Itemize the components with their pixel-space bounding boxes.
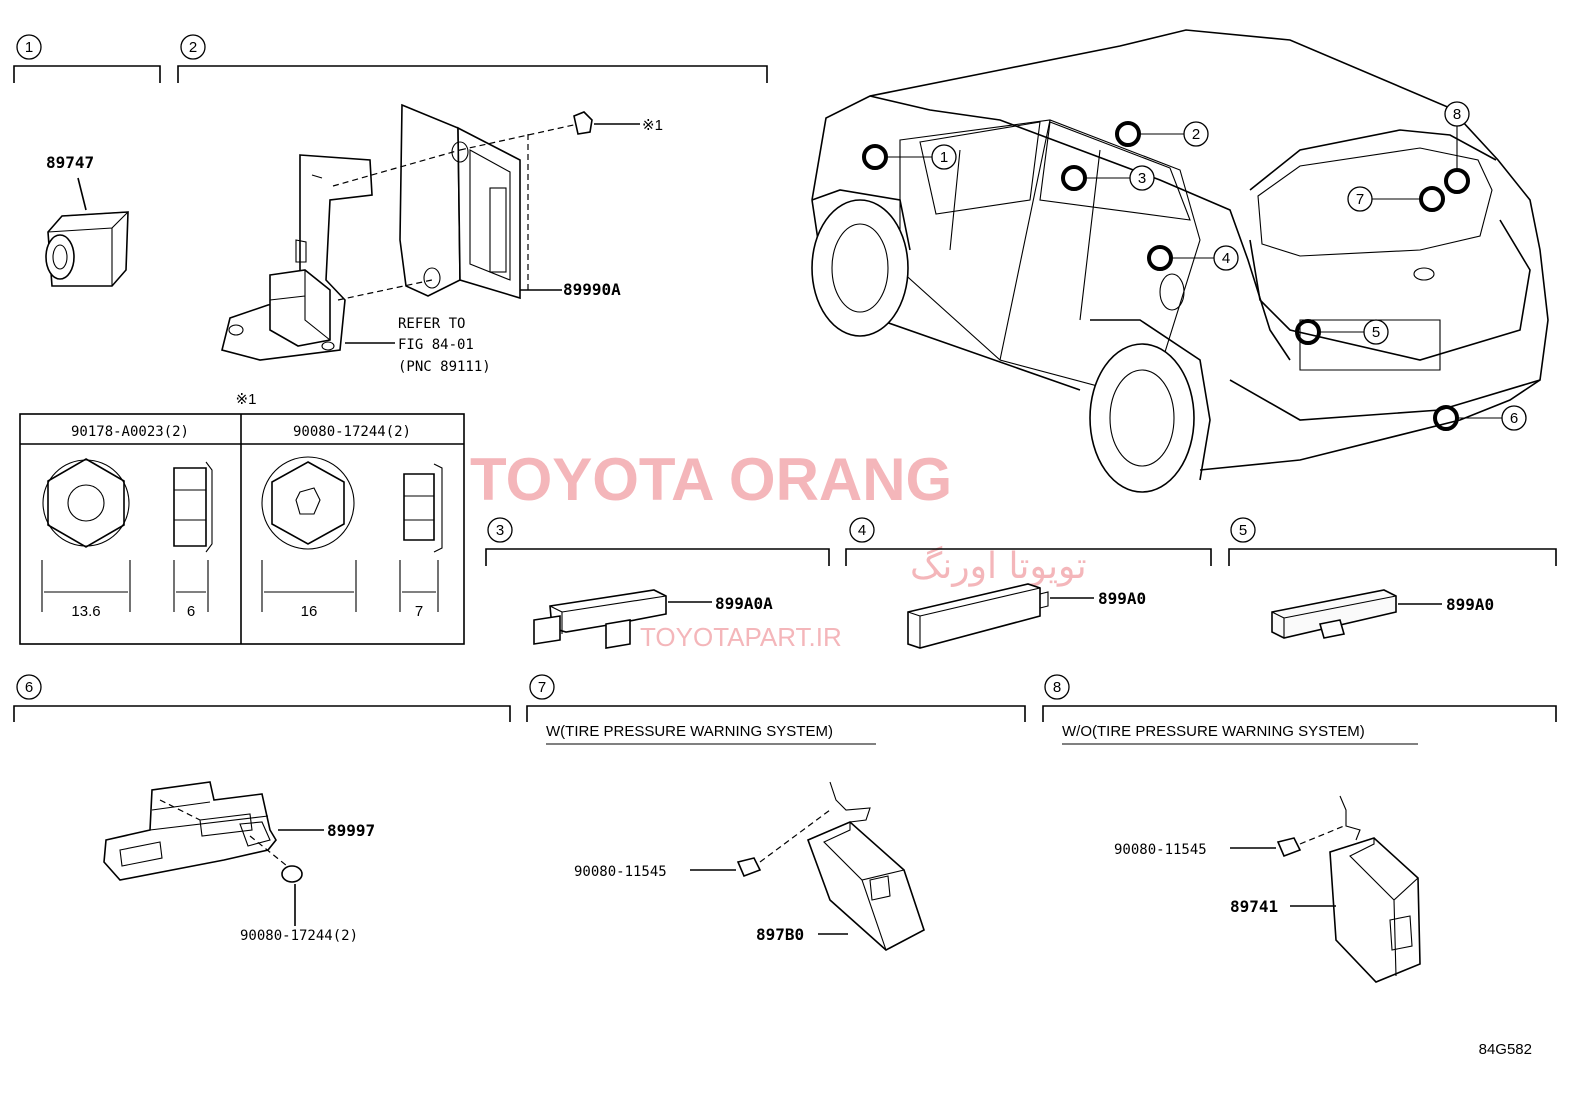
svg-text:3: 3 <box>496 522 504 539</box>
svg-text:4: 4 <box>1222 250 1230 267</box>
part-899A0-antenna-5 <box>1271 589 1442 639</box>
section-6-header: 6 <box>13 674 511 722</box>
part-number-89997: 89997 <box>327 821 375 840</box>
part-89997-bracket <box>103 781 324 926</box>
figure-code: 84G582 <box>1479 1041 1532 1058</box>
part-number-90080-11545-s8: 90080-11545 <box>1114 842 1207 858</box>
watermark-persian: تویوتا اورنگ <box>910 545 1087 587</box>
fastener-mark-s2: ※1 <box>642 117 663 134</box>
part-number-89747: 89747 <box>46 153 94 172</box>
part-number-90080-11545-s7: 90080-11545 <box>574 864 667 880</box>
dim-7: 7 <box>415 603 423 620</box>
part-899A0-antenna-4 <box>907 583 1094 649</box>
dim-13-6: 13.6 <box>71 603 100 620</box>
table-header-1: 90178-A0023(2) <box>71 424 189 440</box>
svg-text:3: 3 <box>1138 170 1146 187</box>
dim-16: 16 <box>301 603 318 620</box>
vehicle-locator-illustration <box>811 29 1549 493</box>
section-1-header: 1 <box>13 34 161 83</box>
fastener-table <box>19 413 465 645</box>
table-mark: ※1 <box>236 391 257 408</box>
section-5-header: 5 <box>1228 517 1557 566</box>
dim-6: 6 <box>187 603 195 620</box>
section-8-header: 8 <box>1042 674 1557 722</box>
watermark-title: TOYOTA ORANG <box>470 446 952 513</box>
svg-text:5: 5 <box>1239 522 1247 539</box>
part-number-897B0: 897B0 <box>756 925 804 944</box>
refer-line-2: FIG 84-01 <box>398 337 474 353</box>
svg-text:2: 2 <box>1192 126 1200 143</box>
part-89990A-module-assembly <box>221 103 640 361</box>
condition-label-s8: W/O(TIRE PRESSURE WARNING SYSTEM) <box>1062 723 1365 740</box>
svg-text:6: 6 <box>25 679 33 696</box>
part-899A0A-antenna <box>533 589 712 649</box>
part-number-89741: 89741 <box>1230 897 1278 916</box>
table-header-2: 90080-17244(2) <box>293 424 411 440</box>
part-number-899A0A: 899A0A <box>715 594 773 613</box>
part-number-899A0-5: 899A0 <box>1446 595 1494 614</box>
svg-text:1: 1 <box>25 39 33 56</box>
locator-callouts: 1 2 3 4 5 6 7 8 <box>931 101 1527 431</box>
section-4-header: 4 <box>845 517 1212 566</box>
section-3-header: 3 <box>485 517 830 566</box>
svg-text:8: 8 <box>1453 106 1461 123</box>
refer-line-1: REFER TO <box>398 316 465 332</box>
part-number-89990A: 89990A <box>563 280 621 299</box>
svg-text:6: 6 <box>1510 410 1518 427</box>
condition-label-s7: W(TIRE PRESSURE WARNING SYSTEM) <box>546 723 833 740</box>
part-89747-sensor <box>45 177 129 287</box>
section-7-header: 7 <box>526 674 1026 722</box>
svg-text:7: 7 <box>1356 191 1364 208</box>
part-number-90080-17244: 90080-17244(2) <box>240 928 358 944</box>
svg-text:4: 4 <box>858 522 866 539</box>
section-2-header: 2 <box>177 34 768 83</box>
svg-text:7: 7 <box>538 679 546 696</box>
refer-line-3: (PNC 89111) <box>398 359 491 375</box>
part-89741-receiver <box>1230 795 1421 983</box>
svg-text:1: 1 <box>940 149 948 166</box>
svg-text:2: 2 <box>189 39 197 56</box>
watermark-url: TOYOTAPART.IR <box>640 622 842 652</box>
svg-text:5: 5 <box>1372 324 1380 341</box>
part-897B0-tpws-receiver <box>690 781 925 951</box>
svg-text:8: 8 <box>1053 679 1061 696</box>
part-number-899A0-4: 899A0 <box>1098 589 1146 608</box>
